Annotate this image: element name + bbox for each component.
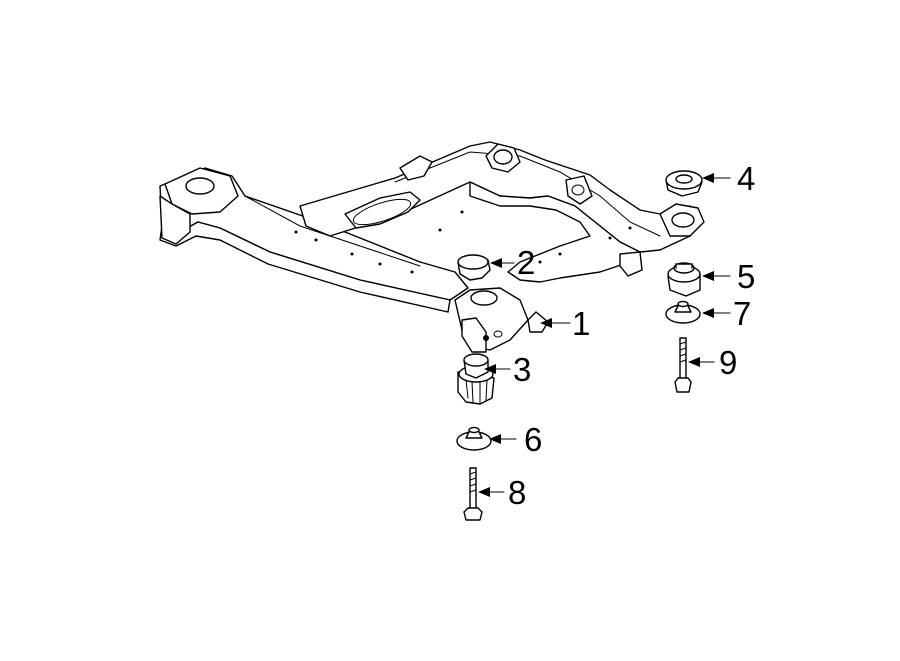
callout-label-9: 9 [719, 344, 737, 381]
callout-2: 2 [490, 244, 535, 281]
callout-label-4: 4 [737, 160, 755, 197]
rivet-dots [294, 210, 632, 274]
upper-insulator-part-2[interactable] [457, 254, 491, 281]
callout-8: 8 [478, 474, 526, 511]
retainer-part-6[interactable] [456, 426, 492, 451]
callout-label-1: 1 [572, 305, 590, 342]
callout-5: 5 [702, 258, 755, 295]
bolt-part-8[interactable] [463, 467, 483, 521]
bolt-part-9[interactable] [674, 337, 692, 393]
callout-3: 3 [484, 351, 531, 388]
lower-insulator-part-3[interactable] [457, 353, 495, 405]
callout-label-8: 8 [508, 474, 526, 511]
callout-label-7: 7 [733, 295, 751, 332]
callout-label-3: 3 [513, 351, 531, 388]
upper-insulator-part-4[interactable] [665, 170, 703, 197]
callout-label-5: 5 [737, 258, 755, 295]
retainer-part-7[interactable] [665, 300, 701, 324]
callout-9: 9 [688, 344, 737, 381]
callout-7: 7 [702, 295, 751, 332]
engine-cradle-subframe[interactable] [159, 141, 705, 353]
callout-label-2: 2 [517, 244, 535, 281]
callout-6: 6 [489, 421, 542, 458]
callout-label-6: 6 [524, 421, 542, 458]
callout-1: 1 [540, 305, 590, 342]
callout-4: 4 [702, 160, 755, 197]
lower-insulator-part-5[interactable] [667, 262, 701, 297]
